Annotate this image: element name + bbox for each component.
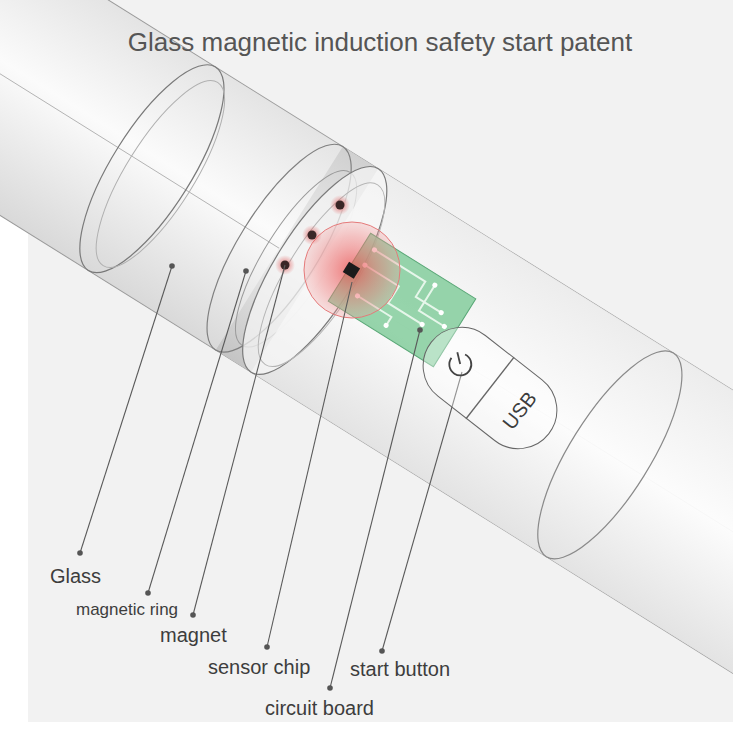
base-top-inner bbox=[237, 167, 407, 383]
power-icon bbox=[447, 349, 474, 377]
margin bbox=[0, 722, 733, 733]
part-label: sensor chip bbox=[208, 656, 310, 679]
title: Glass magnetic induction safety start pa… bbox=[30, 28, 730, 58]
button-text: USB bbox=[498, 387, 541, 434]
magnet-dots bbox=[275, 195, 350, 275]
part-label: magnet bbox=[160, 624, 227, 647]
part-label: start button bbox=[350, 658, 450, 681]
glass-rim bbox=[74, 64, 246, 283]
part-label: magnetic ring bbox=[76, 600, 178, 620]
part-label: Glass bbox=[50, 565, 101, 588]
base-top bbox=[217, 147, 412, 393]
base-body bbox=[251, 169, 733, 733]
part-label: circuit board bbox=[265, 697, 374, 720]
leader-dots bbox=[77, 263, 423, 691]
sensor-chip bbox=[343, 262, 360, 279]
base-end bbox=[512, 332, 707, 578]
glass-rim bbox=[54, 46, 249, 292]
leader-lines bbox=[80, 265, 462, 688]
